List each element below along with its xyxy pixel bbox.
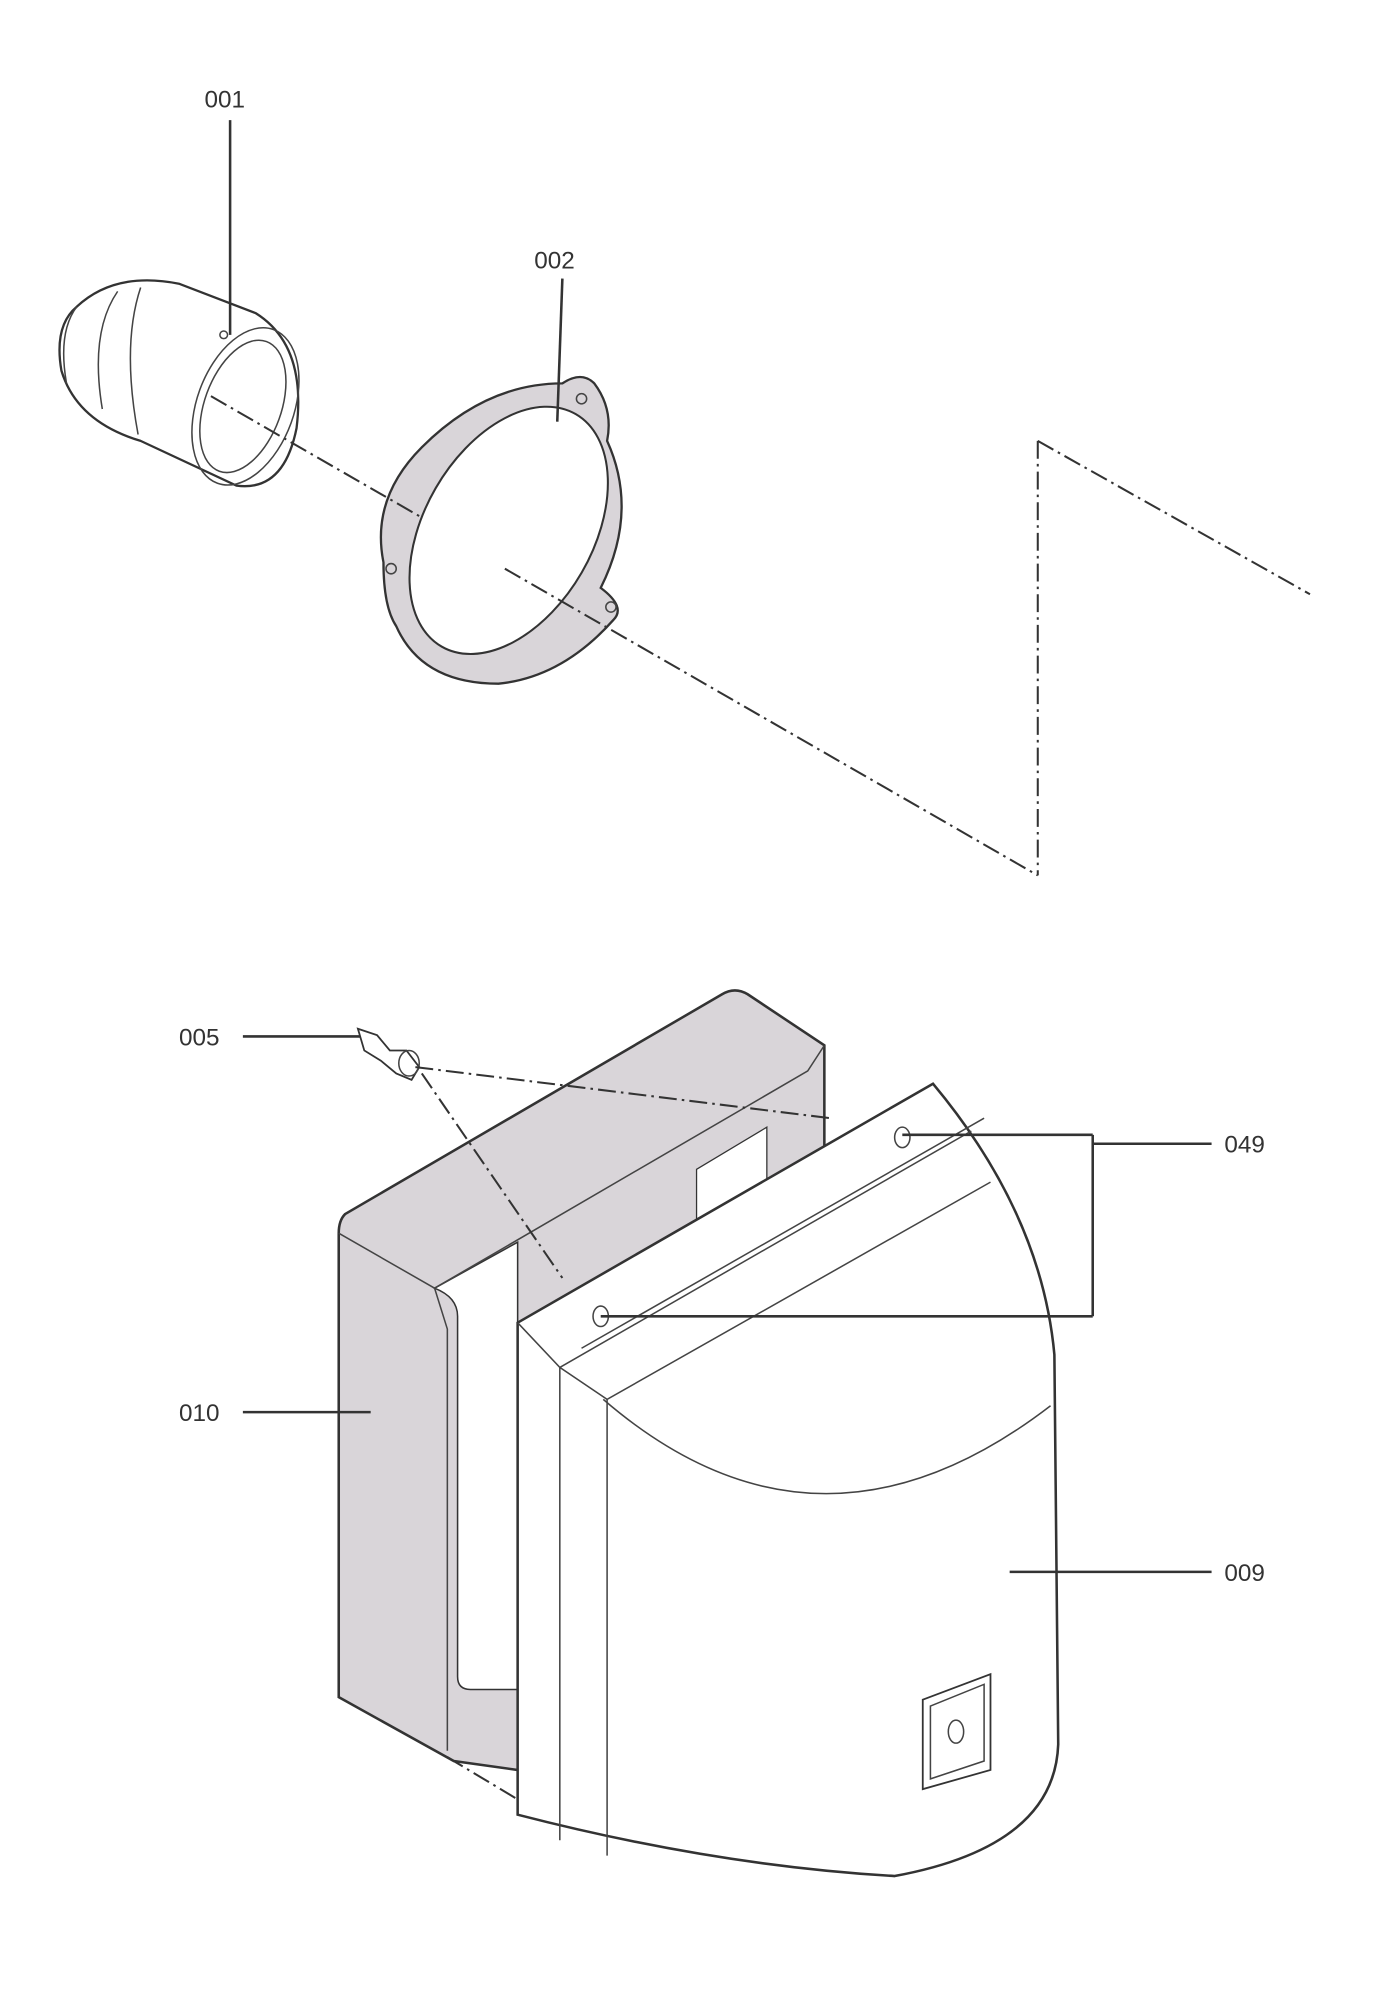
label-005: 005	[179, 1024, 220, 1051]
leader-002	[555, 278, 564, 422]
cover-latch	[921, 1672, 992, 1791]
leader-049	[600, 1133, 1212, 1318]
part-002-gasket	[379, 375, 623, 685]
label-049: 049	[1224, 1132, 1265, 1159]
assembly-axis-top	[210, 395, 1311, 877]
part-009-cover	[516, 1082, 1060, 1878]
part-001-nozzle	[58, 279, 300, 488]
label-001: 001	[205, 86, 246, 113]
assembly-axis-bottom	[415, 1066, 831, 1801]
label-010: 010	[179, 1400, 220, 1427]
label-009: 009	[1224, 1560, 1265, 1587]
part-005-screw	[356, 1027, 421, 1081]
label-002: 002	[534, 247, 575, 274]
screw-hole-049-b	[893, 1126, 911, 1149]
